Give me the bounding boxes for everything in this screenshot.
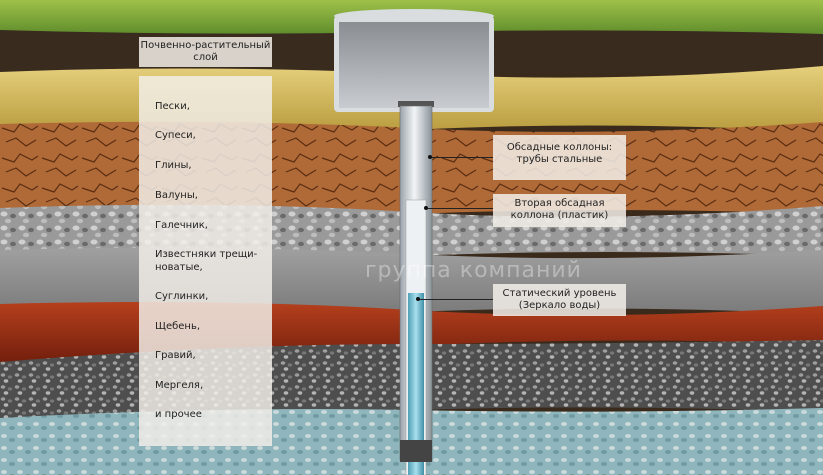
watermark-text: группа компаний bbox=[365, 258, 582, 283]
layer-item: Мергеля, bbox=[155, 380, 204, 391]
casing-shoe bbox=[400, 440, 432, 462]
water-column bbox=[408, 293, 424, 475]
layer-item: Пески, bbox=[155, 101, 190, 112]
layer-item: Известняки трещи- bbox=[155, 249, 258, 260]
casing-steel-callout: Обсадные коллоны: трубы стальные bbox=[493, 135, 626, 180]
casing-plastic-leader bbox=[426, 208, 493, 209]
layer-item: Суглинки, bbox=[155, 291, 209, 302]
casing-steel-dot bbox=[428, 155, 432, 159]
layer-item: новатые, bbox=[155, 262, 203, 273]
layer-item: Щебень, bbox=[155, 321, 201, 332]
layer-item: Глины, bbox=[155, 160, 192, 171]
layer-item: Галечник, bbox=[155, 220, 208, 231]
layer-item: Гравий, bbox=[155, 350, 196, 361]
soil-label: Почвенно-растительный слой bbox=[139, 37, 272, 67]
casing-steel-leader bbox=[430, 157, 493, 158]
static-level-callout: Статический уровень (Зеркало воды) bbox=[493, 284, 626, 316]
wellhead bbox=[398, 101, 434, 107]
static-level-dot bbox=[416, 297, 420, 301]
layer-item: Супеси, bbox=[155, 130, 196, 141]
layer-item: Валуны, bbox=[155, 190, 198, 201]
casing-plastic-dot bbox=[424, 206, 428, 210]
static-level-leader bbox=[418, 299, 493, 300]
layer-list: Пески, Супеси, Глины, Валуны, Галечник, … bbox=[139, 76, 272, 446]
layer-item: и прочее bbox=[155, 409, 202, 420]
casing-plastic-callout: Вторая обсадная коллона (пластик) bbox=[493, 194, 626, 227]
